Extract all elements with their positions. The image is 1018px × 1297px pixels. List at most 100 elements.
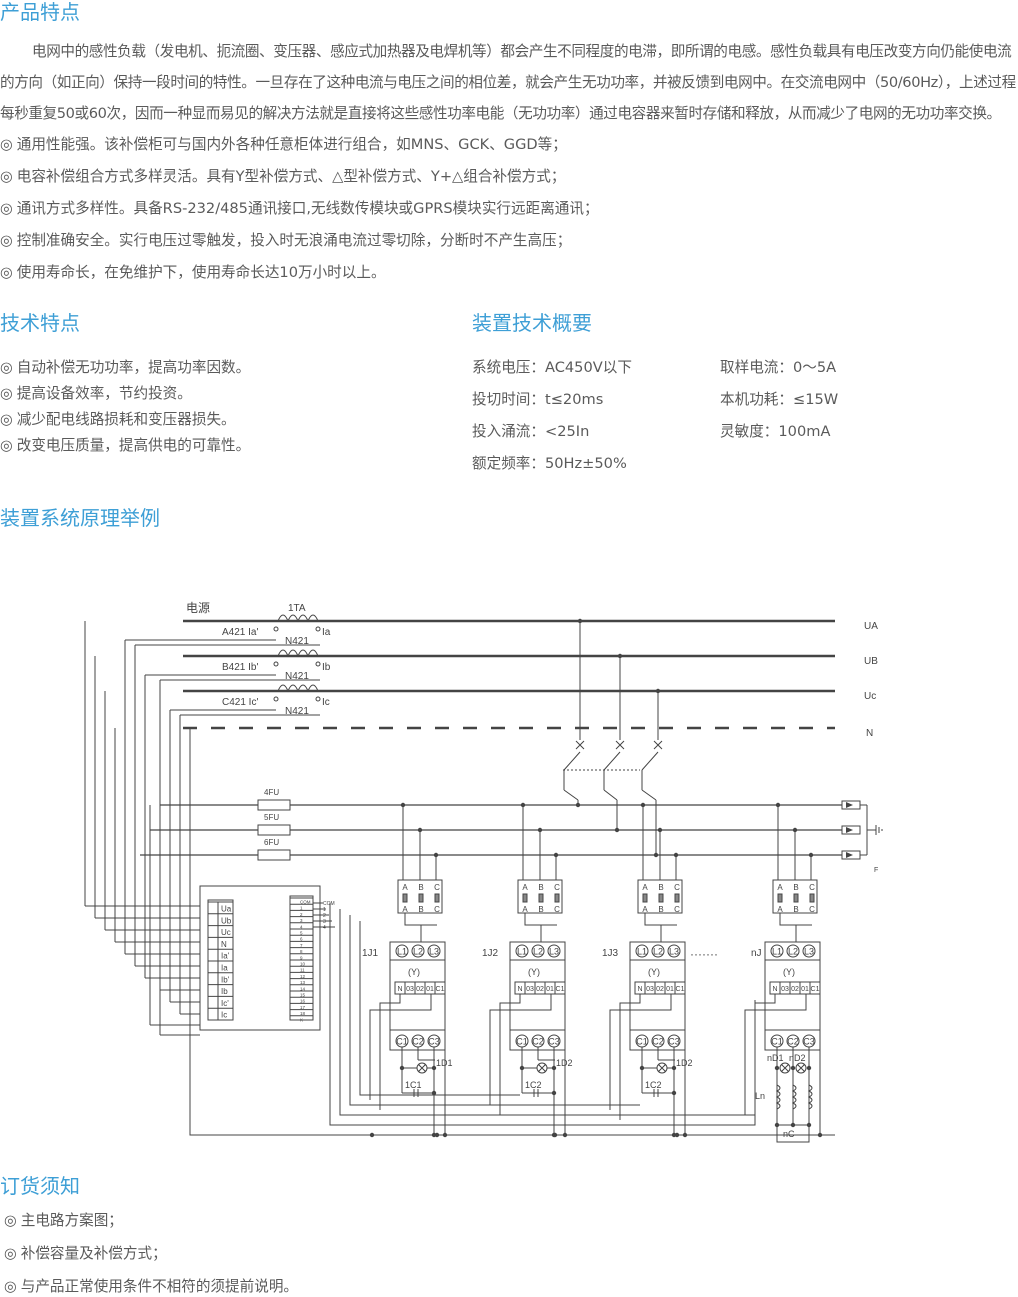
list-item-text: 主电路方案图； [20, 1212, 123, 1229]
terminal-label: 03 [781, 986, 789, 993]
fuse-icon [538, 893, 544, 903]
terminal-label: N [397, 986, 402, 993]
phase-label: C [434, 905, 440, 914]
tech-feature-item: ◎改变电压质量，提高供电的可靠性。 [0, 436, 472, 456]
list-item-text: 电容补偿组合方式多样灵活。具有Y型补偿方式、△型补偿方式、Y+△组合补偿方式； [16, 168, 566, 185]
fuse-icon [418, 893, 424, 903]
list-item-text: 减少配电线路损耗和变压器损失。 [16, 411, 236, 428]
output-terminal-label: 17 [300, 1005, 306, 1010]
product-feature-list: ◎通用性能强。该补偿柜可与国内外各种任意柜体进行组合，如MNS、GCK、GGD等… [0, 135, 1018, 283]
bullet-icon: ◎ [0, 411, 13, 428]
wire [619, 994, 641, 1120]
phase-label: B [538, 905, 543, 914]
list-item-text: 额定频率：50Hz±50% [472, 455, 627, 472]
tech-feature-list: ◎自动补偿无功功率，提高功率因数。◎提高设备效率，节约投资。◎减少配电线路损耗和… [0, 358, 472, 456]
input-terminal-label: Ic [221, 1011, 227, 1020]
input-terminal-label: Ua [221, 905, 232, 914]
junction-dot [673, 852, 679, 858]
switch-contact-icon [575, 740, 585, 750]
wire [609, 994, 672, 1110]
wire [499, 994, 521, 1115]
tech-feature-item: ◎提高设备效率，节约投资。 [0, 384, 472, 404]
terminal-label: N [637, 986, 642, 993]
tech-features-column: 技术特点 ◎自动补偿无功功率，提高功率因数。◎提高设备效率，节约投资。◎减少配电… [0, 311, 472, 486]
terminal-circle [273, 661, 279, 667]
input-terminal-label: N [221, 940, 227, 949]
fuse-icon [777, 893, 783, 903]
wire [603, 789, 618, 801]
continuation-dots: ······· [690, 947, 718, 961]
contactor-label: 1J2 [482, 948, 499, 959]
terminal-label: C3 [668, 1037, 680, 1047]
com-label: COM [323, 901, 335, 907]
terminal-circle [635, 944, 649, 958]
wire [603, 751, 621, 771]
product-feature-item: ◎电容补偿组合方式多样灵活。具有Y型补偿方式、△型补偿方式、Y+△组合补偿方式； [0, 167, 1018, 187]
wire [641, 789, 657, 801]
phase-label: A [522, 883, 528, 892]
terminal-label: 03 [526, 986, 534, 993]
contactor-label: nJ [751, 948, 762, 959]
order-item: ◎主电路方案图； [4, 1211, 123, 1231]
terminal-circle [802, 944, 816, 958]
output-terminal-label: 11 [300, 968, 305, 973]
junction-dot [434, 1132, 440, 1138]
product-feature-item: ◎通用性能强。该补偿柜可与国内外各种任意柜体进行组合，如MNS、GCK、GGD等… [0, 135, 1018, 155]
inductor-icon [807, 1084, 813, 1110]
terminal-circle [395, 944, 409, 958]
product-paragraph: 电网中的感性负载（发电机、扼流圈、变压器、感应式加热器及电焊机等）都会产生不同程… [0, 43, 1016, 122]
junction-dot [775, 802, 781, 808]
phase-label: B [793, 905, 798, 914]
input-terminal-label: Ia' [221, 952, 230, 961]
terminal-circle [667, 944, 681, 958]
junction-dot [808, 852, 814, 858]
lamp-label: nD2 [789, 1053, 806, 1063]
phase-label: A [402, 883, 408, 892]
phase-label: C [554, 905, 560, 914]
terminal-label: L1 [517, 947, 527, 957]
ct-terminal-label: N421 [285, 706, 309, 717]
ct-label: 1TA [288, 603, 306, 614]
input-terminal-label: Ub [221, 916, 232, 925]
wire [744, 994, 807, 1115]
output-terminal-block [289, 895, 314, 1021]
terminal-label: L1 [637, 947, 647, 957]
output-terminal-label: 16 [300, 999, 306, 1004]
contactor-label: 1J1 [362, 948, 379, 959]
wire [776, 1125, 810, 1143]
wire [369, 994, 432, 1100]
fuse-label: 5FU [264, 813, 279, 822]
ct-terminal-label: N421 [285, 671, 309, 682]
inductor-icon [791, 1084, 797, 1110]
spec-item: 本机功耗：≤15W [720, 390, 838, 410]
phase-label: B [793, 883, 798, 892]
fuse-icon [642, 893, 648, 903]
terminal-circle [515, 944, 529, 958]
terminal-label: L2 [533, 947, 543, 957]
phase-label: C [554, 883, 560, 892]
bullet-icon: ◎ [0, 264, 13, 281]
ct-terminal-label: B421 Ib' [222, 662, 258, 673]
wire [644, 913, 662, 942]
output-terminal-label: 6 [300, 937, 303, 942]
junction-dot [806, 1065, 812, 1071]
wire [779, 913, 797, 942]
terminal-label: 01 [666, 986, 674, 993]
com-label: 2 [323, 913, 326, 919]
phase-label: C [674, 905, 680, 914]
terminal-label: L3 [549, 947, 559, 957]
terminal-label: L1 [397, 947, 407, 957]
terminal-label: 03 [646, 986, 654, 993]
bullet-icon: ◎ [0, 200, 13, 217]
order-item: ◎补偿容量及补偿方式； [4, 1244, 167, 1264]
terminal-circle [273, 696, 279, 702]
wire [563, 751, 581, 771]
phase-label: A [522, 905, 528, 914]
input-terminal-label: Uc [221, 928, 231, 937]
terminal-label: 03 [406, 986, 414, 993]
lamp-label: 1D2 [556, 1058, 573, 1068]
lamp-label: 1D1 [436, 1058, 453, 1068]
phase-label: A [402, 905, 408, 914]
list-item-text: 本机功耗：≤15W [720, 391, 839, 408]
fuse-label: 4FU [264, 788, 279, 797]
